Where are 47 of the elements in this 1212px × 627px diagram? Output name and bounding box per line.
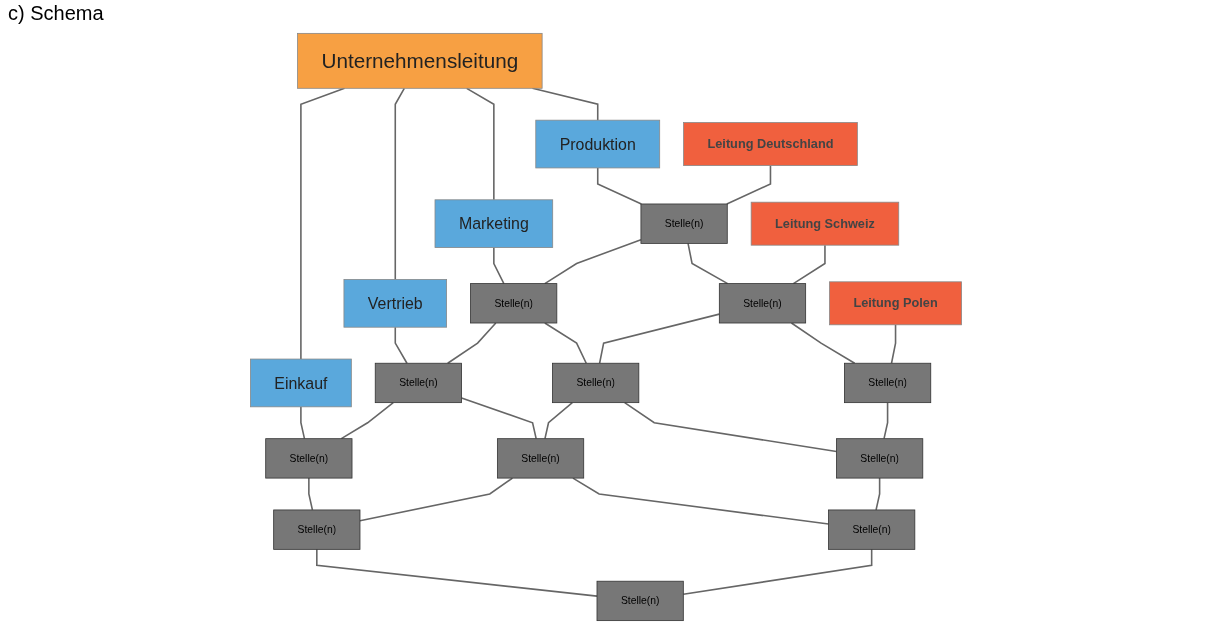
connector (544, 322, 588, 365)
node-box: Marketing (434, 199, 554, 248)
node-box: Stelle(n) (470, 283, 558, 324)
connector (623, 401, 838, 453)
node-box: Stelle(n) (828, 509, 916, 550)
connector (572, 477, 830, 525)
connector (340, 401, 395, 440)
connector (687, 242, 729, 285)
connector (875, 477, 881, 511)
connector (394, 326, 408, 365)
node-box: Stelle(n) (596, 580, 684, 622)
connector (790, 322, 856, 365)
node-box: Produktion (535, 119, 661, 169)
connector (890, 324, 897, 365)
node-box: Leitung Deutschland (683, 122, 858, 166)
connector (792, 244, 826, 285)
connector (544, 238, 642, 285)
connector (359, 477, 514, 522)
connector (316, 548, 598, 597)
connector (493, 246, 505, 285)
node-box: Stelle(n) (265, 438, 353, 479)
connector (598, 313, 721, 365)
node-box: Leitung Polen (829, 281, 962, 326)
connector (394, 87, 406, 281)
connector (300, 406, 306, 440)
diagram-title: c) Schema (7, 1, 105, 26)
node-box: Stelle(n) (552, 362, 640, 404)
node-box: Stelle(n) (497, 438, 585, 479)
connector (883, 401, 889, 440)
connector (460, 397, 537, 440)
node-box: Stelle(n) (836, 438, 924, 479)
connector (596, 167, 643, 205)
connector (726, 164, 772, 205)
connector (544, 401, 574, 440)
node-box: Leitung Schweiz (750, 201, 900, 246)
connector (446, 322, 497, 365)
node-box: Stelle(n) (844, 362, 932, 404)
node-box: Stelle(n) (640, 203, 728, 244)
connector (465, 87, 495, 201)
node-box: Unternehmensleitung (297, 32, 543, 89)
node-box: Stelle(n) (374, 362, 462, 404)
node-box: Vertrieb (343, 279, 447, 328)
node-box: Stelle(n) (273, 509, 361, 550)
connector (308, 477, 314, 511)
connector (682, 548, 873, 596)
node-box: Stelle(n) (718, 283, 807, 324)
node-box: Einkauf (250, 358, 352, 408)
